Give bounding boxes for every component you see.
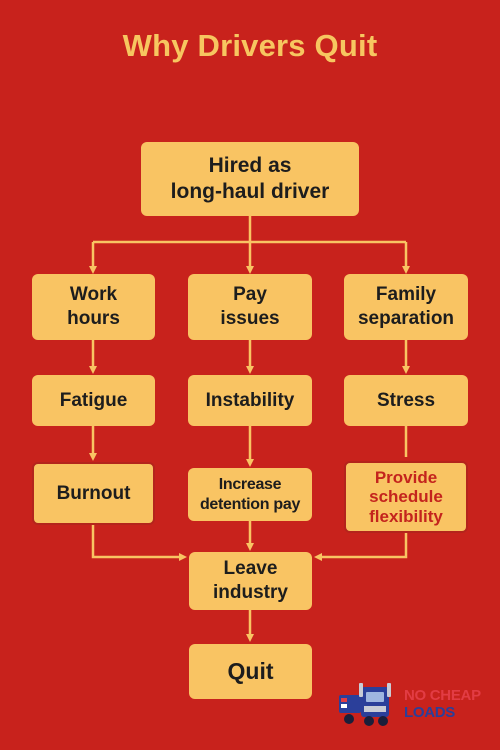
node-fatigue-label: Fatigue (59, 389, 128, 411)
node-family-separation-label: Family separation (357, 284, 455, 329)
node-leave-industry-label: Leave industry (213, 558, 288, 603)
node-stress: Stress (344, 375, 468, 426)
node-pay-issues-label: Pay issues (220, 284, 280, 329)
page-title: Why Drivers Quit (122, 28, 378, 63)
node-leave-industry: Leave industry (189, 552, 312, 610)
node-provide-schedule-flexibility: Provide schedule flexibility (344, 461, 468, 533)
node-provide-schedule-flexibility-label: Provide schedule flexibility (369, 467, 443, 526)
brand-logo-line2: LOADS (404, 704, 456, 721)
node-stress-label: Stress (376, 389, 436, 411)
node-quit: Quit (189, 644, 312, 699)
node-pay-issues: Pay issues (188, 274, 312, 340)
node-increase-detention-pay: Increase detention pay (188, 468, 312, 521)
brand-logo-text: NO CHEAP LOADS (404, 687, 481, 721)
node-increase-detention-pay-label: Increase detention pay (199, 475, 301, 513)
node-instability-label: Instability (205, 389, 295, 411)
node-work-hours-label: Work hours (67, 284, 120, 329)
node-hired-label: Hired as long-haul driver (170, 153, 330, 203)
node-family-separation: Family separation (344, 274, 468, 340)
brand-logo-line1: NO CHEAP (404, 687, 481, 704)
node-work-hours: Work hours (32, 274, 155, 340)
node-fatigue: Fatigue (32, 375, 155, 426)
node-burnout: Burnout (32, 462, 155, 525)
node-instability: Instability (188, 375, 312, 426)
node-quit-label: Quit (227, 658, 274, 685)
truck-icon (339, 683, 391, 726)
node-hired: Hired as long-haul driver (141, 142, 359, 216)
node-burnout-label: Burnout (56, 482, 131, 504)
